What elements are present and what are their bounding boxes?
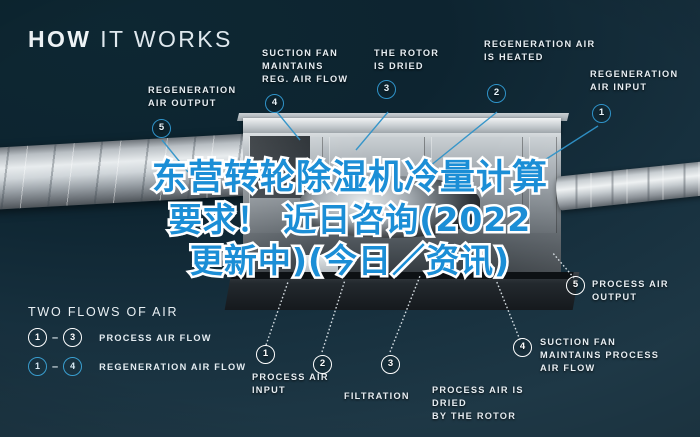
desiccant-rotor (300, 176, 480, 238)
headline-line-2: 要求！ 近日咨询(2022 (166, 198, 532, 242)
callout-rotor-is-dried: THE ROTOR IS DRIED (374, 48, 440, 72)
headline-line-3: 更新中)(今日／资讯) (187, 239, 511, 283)
machine-inner-cavity (250, 136, 310, 198)
marker-1-regeneration-input[interactable]: 1 (592, 104, 611, 123)
legend-marker-from: 1 (28, 357, 47, 376)
callout-process-air-dried: PROCESS AIR IS DRIED BY THE ROTOR (432, 385, 524, 422)
marker-4-suction-fan-process[interactable]: 4 (513, 338, 532, 357)
marker-4-suction-fan-reg[interactable]: 4 (265, 94, 284, 113)
marker-3-process-air-dried[interactable]: 3 (381, 355, 400, 374)
callout-regeneration-air-input: REGENERATION AIR INPUT (590, 69, 679, 93)
legend-label-process-air-flow: PROCESS AIR FLOW (99, 332, 212, 343)
legend-dash: – (52, 331, 59, 344)
legend-dash: – (52, 360, 59, 373)
callout-process-air-output: PROCESS AIR OUTPUT (592, 279, 669, 303)
legend-row-process-air: 1 – 3 PROCESS AIR FLOW (28, 328, 212, 347)
legend-row-regeneration-air: 1 – 4 REGENERATION AIR FLOW (28, 357, 246, 376)
legend-marker-from: 1 (28, 328, 47, 347)
legend-title: TWO FLOWS OF AIR (28, 305, 179, 319)
callout-regeneration-air-output: REGENERATION AIR OUTPUT (148, 85, 237, 109)
callout-process-air-input: PROCESS AIR INPUT (252, 372, 329, 396)
marker-5-process-air-output[interactable]: 5 (566, 276, 585, 295)
legend-label-regeneration-air-flow: REGENERATION AIR FLOW (99, 361, 247, 372)
marker-3-rotor-dried[interactable]: 3 (377, 80, 396, 99)
marker-2-filtration[interactable]: 2 (313, 355, 332, 374)
legend-marker-to: 4 (63, 357, 83, 376)
headline-line-1: 东营转轮除湿机冷量计算 (149, 156, 549, 201)
callout-suction-fan-process: SUCTION FAN MAINTAINS PROCESS AIR FLOW (540, 337, 660, 374)
legend-marker-to: 3 (63, 328, 83, 347)
title-strong: HOW (28, 26, 92, 52)
marker-5-regeneration-output[interactable]: 5 (152, 119, 171, 138)
title-rest: IT WORKS (100, 26, 233, 52)
callout-regeneration-air-heated: REGENERATION AIR IS HEATED (484, 39, 596, 63)
marker-2-regeneration-heated[interactable]: 2 (487, 84, 506, 103)
page-title: HOW IT WORKS (28, 26, 233, 53)
callout-filtration: FILTRATION (344, 391, 410, 401)
watermark-headline: 东营转轮除湿机冷量计算 要求！ 近日咨询(2022 更新中)(今日／资讯) (0, 156, 700, 283)
machine-top-panel (243, 118, 561, 134)
marker-1-process-air-input[interactable]: 1 (256, 345, 275, 364)
callout-suction-fan-regeneration: SUCTION FAN MAINTAINS REG. AIR FLOW (262, 48, 349, 85)
